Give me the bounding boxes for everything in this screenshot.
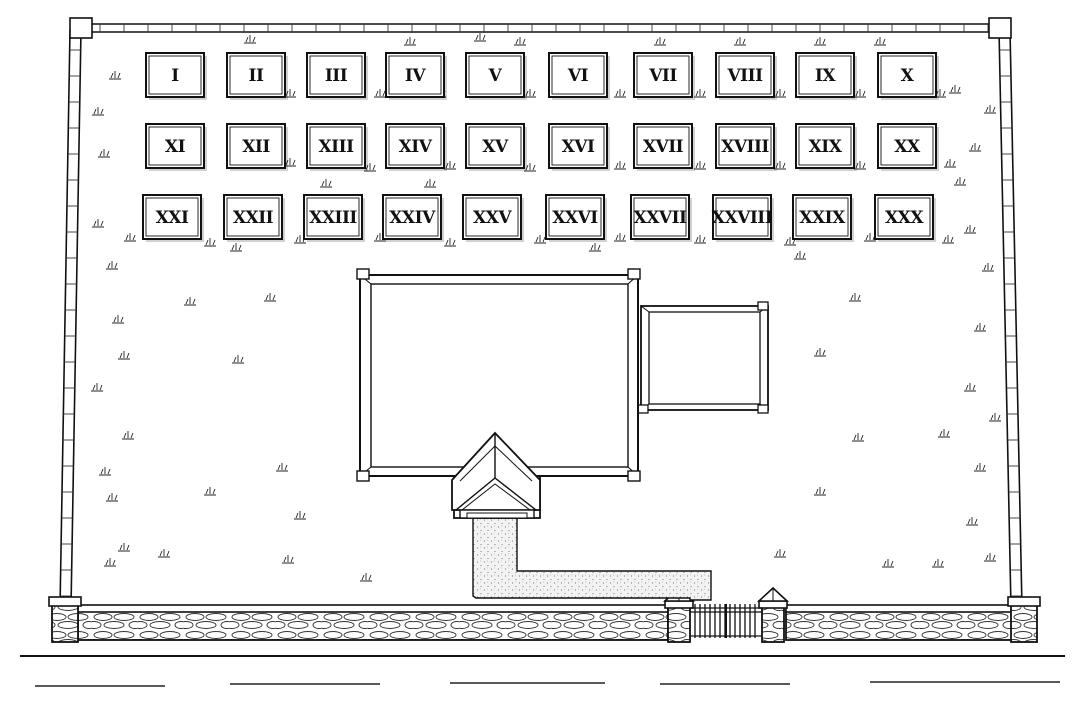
grave-plot[interactable]: IX	[795, 52, 857, 100]
gate[interactable]	[690, 604, 762, 638]
plot-label: XXVIII	[712, 208, 773, 228]
grave-plot[interactable]: XXV	[462, 194, 524, 242]
grave-plot[interactable]: XXIX	[792, 194, 854, 242]
grave-plot[interactable]: VIII	[715, 52, 777, 100]
church-wing	[637, 301, 769, 414]
grave-plot[interactable]: XXI	[142, 194, 204, 242]
grave-plot[interactable]: I	[145, 52, 207, 100]
plot-label: IX	[815, 66, 836, 86]
plot-label: II	[249, 66, 264, 86]
plot-label: XIX	[809, 137, 843, 157]
plot-label: VI	[567, 66, 589, 86]
church-porch	[451, 431, 541, 519]
plot-label: XVIII	[721, 137, 769, 157]
grave-plot[interactable]: XX	[877, 123, 939, 171]
plot-label: XXX	[885, 208, 924, 228]
plot-label: XXII	[233, 208, 274, 228]
plot-label: XXVI	[552, 208, 598, 228]
plot-label: XXV	[473, 208, 512, 228]
road	[20, 655, 1065, 687]
grave-plot[interactable]: XIX	[795, 123, 857, 171]
grave-plot[interactable]: XI	[145, 123, 207, 171]
gravel-path	[472, 517, 712, 601]
church	[356, 268, 769, 519]
grave-plot[interactable]: XXVIII	[712, 194, 774, 242]
plot-label: XXVII	[634, 208, 688, 228]
front-corner-pier	[48, 596, 1041, 643]
plot-label: XXIV	[389, 208, 436, 228]
plot-label: XII	[242, 137, 270, 157]
plot-label: XVII	[643, 137, 684, 157]
grave-plot[interactable]: XVII	[633, 123, 695, 171]
grave-plot[interactable]: X	[877, 52, 939, 100]
plot-label: XXIII	[309, 208, 357, 228]
grave-plot[interactable]: III	[306, 52, 368, 100]
grave-plot[interactable]: XXVII	[630, 194, 692, 242]
plot-label: VIII	[726, 66, 763, 86]
plot-label: XX	[894, 137, 921, 157]
corner-pier	[69, 17, 1012, 39]
plot-label: XI	[165, 137, 186, 157]
plot-label: XV	[482, 137, 509, 157]
grave-plot[interactable]: XV	[465, 123, 527, 171]
plot-label: XXIX	[799, 208, 846, 228]
plot-label: X	[901, 66, 915, 86]
grave-plot[interactable]: XIV	[385, 123, 447, 171]
plot-label: I	[171, 66, 179, 86]
grass-tufts	[91, 33, 1001, 582]
grave-plot[interactable]: VI	[548, 52, 610, 100]
plot-label: XXI	[156, 208, 189, 228]
grave-plot[interactable]: V	[465, 52, 527, 100]
plot-label: IV	[405, 66, 426, 86]
plot-label: XIV	[399, 137, 433, 157]
plot-label: VII	[648, 66, 677, 86]
plot-label: XVI	[562, 137, 595, 157]
grave-plot[interactable]: XII	[226, 123, 288, 171]
grave-plot[interactable]: II	[226, 52, 288, 100]
grave-plot[interactable]: XIII	[306, 123, 368, 171]
grave-plot[interactable]: IV	[385, 52, 447, 100]
plot-label: V	[488, 66, 503, 86]
grave-plot[interactable]: XVIII	[715, 123, 777, 171]
grave-plot[interactable]: VII	[633, 52, 695, 100]
grave-plot[interactable]: XXII	[223, 194, 285, 242]
church-nave	[356, 268, 641, 482]
grave-plot[interactable]: XXIII	[303, 194, 365, 242]
front-wall	[77, 604, 1013, 641]
grave-plot[interactable]: XXX	[874, 194, 936, 242]
grave-plot[interactable]: XVI	[548, 123, 610, 171]
plot-label: III	[325, 66, 348, 86]
plot-label: XIII	[318, 137, 354, 157]
grave-plot[interactable]: XXIV	[382, 194, 444, 242]
wall-joints	[60, 24, 1022, 597]
grave-plot[interactable]: XXVI	[545, 194, 607, 242]
